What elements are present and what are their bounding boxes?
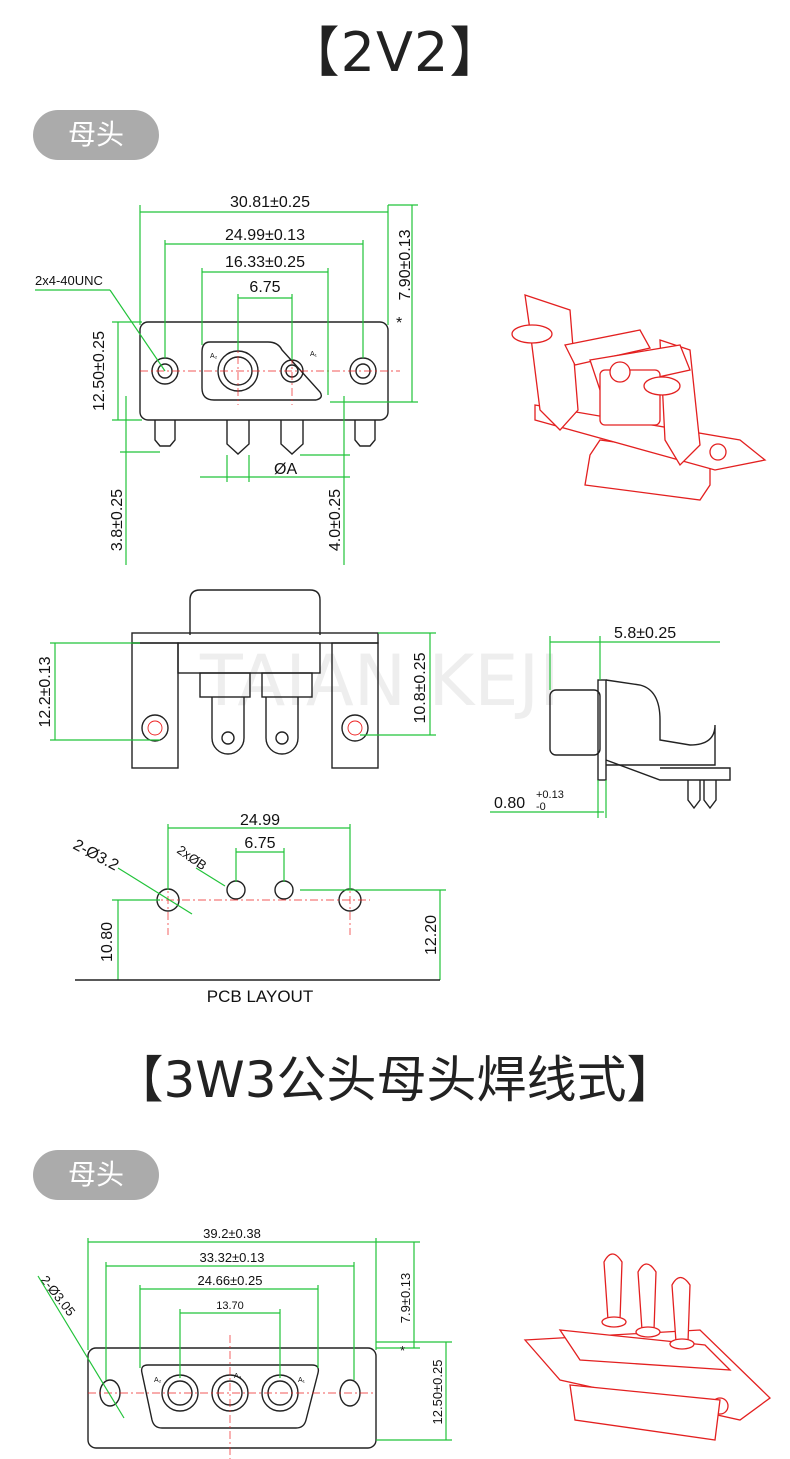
dim-side-width: 5.8±0.25 [614,625,676,642]
screw-right-3d [643,376,681,396]
dim-height: 12.50±0.25 [91,331,108,411]
isometric-view-2v2 [511,294,767,501]
leader-line [109,289,166,372]
leader-line [37,1275,125,1419]
dim-3w3-shell-width: 24.66±0.25 [198,1273,263,1288]
shell-outline [201,341,323,401]
pcb-layout-caption: PCB LAYOUT [207,987,313,1006]
section-label-female: 母头 [33,110,159,160]
watermark-text: TAIAN KEJI [199,640,560,722]
dim-tail1: 3.8±0.25 [109,489,126,551]
screw-left-3d [511,324,553,344]
dim-tail2: 4.0±0.25 [327,489,344,551]
dim-pcb-spacing: 24.99 [240,812,280,829]
dim-pcb-left-height: 10.80 [99,922,116,962]
board-lock-right [354,420,376,447]
pcb-mount-holes-callout: 2-Ø3.2 [70,837,121,875]
leader-line [195,867,226,887]
contact-a1-label: A₁ [310,351,318,358]
solder-cup-1 [603,1253,623,1321]
solder-cup-3 [671,1276,691,1343]
dim-pin-diameter: ØA [274,461,297,478]
tail-rear-1 [211,697,245,755]
cup-base [601,1316,627,1328]
dim-rear-height2: 10.8±0.25 [412,652,429,723]
isometric-view-3w3 [523,1253,772,1441]
tail-hole [221,731,235,745]
shell-outline-3w3 [140,1364,320,1429]
dim-contact-pitch: 6.75 [249,279,280,296]
solder-cup-2 [637,1263,657,1331]
flange-side [597,679,607,781]
contact-rear-1 [199,672,251,698]
shell-top-rear [189,589,321,635]
body-side [605,679,716,766]
front-view-2v2: A₂ A₁ 30.81±0.25 24.99±0.13 16.33±0.25 6… [35,194,418,565]
dim-3w3-depth: 7.9±0.13 [398,1273,413,1324]
pcb-layout-2v2: 24.99 6.75 2-Ø3.2 2xØB 10.80 12.20 PCB L… [70,812,446,1006]
dim-depth: 7.90±0.13 [397,229,414,300]
contact-3w3-a3-label: A₃ [234,1373,242,1380]
pin-a1 [280,420,304,455]
section-title-2v2: 【2V2】 [285,21,505,84]
leader-line [117,867,193,915]
depth-asterisk: * [396,315,402,332]
tail-hole [275,731,289,745]
flange-hole-3d [709,443,727,461]
pcb-contact-holes-callout: 2xØB [174,842,209,873]
dim-3w3-mount-spacing: 33.32±0.13 [200,1250,265,1265]
depth-3w3-asterisk: * [400,1343,405,1358]
dim-shell-width: 16.33±0.25 [225,254,305,271]
bracket-side [605,759,731,781]
contact-rear-2 [261,672,313,698]
bracket-left-rear [131,642,179,769]
contact-a2-label: A₂ [210,353,218,360]
section2-label-female: 母头 [33,1150,159,1200]
dim-3w3-overall-width: 39.2±0.38 [203,1226,261,1241]
shell-3d-3w3 [569,1384,721,1441]
thread-callout: 2x4-40UNC [35,273,103,288]
dim-3w3-mount-holes: 2-Ø3.05 [38,1273,79,1319]
body-3d-3w3 [558,1329,732,1371]
dim-mount-spacing: 24.99±0.13 [225,227,305,244]
bracket-right-rear [331,642,379,769]
contact-3w3-a1-label: A₁ [298,1377,306,1384]
contact-3d [609,361,631,383]
pcb-contact-1 [226,880,246,900]
flange-outline-3w3 [87,1347,377,1449]
flange-3d [534,404,767,471]
side-view-2v2: 5.8±0.25 0.80 +0.13 -0 [490,625,731,818]
dim-side-tol-upper: +0.13 [536,789,564,801]
dim-pcb-pitch: 6.75 [244,835,275,852]
front-view-3w3: A₂ A₃ A₁ 39.2±0.38 33.32±0.13 24.66±0.25… [37,1226,452,1459]
dim-pcb-right-height: 12.20 [423,915,440,955]
bracket-left-3d [524,294,579,431]
dim-side-thickness: 0.80 [494,795,525,812]
pin-side-1 [687,780,701,810]
screw-core [347,720,363,736]
screw-rear-left [141,714,169,742]
board-lock-left [154,420,176,447]
cup-base [669,1338,695,1350]
shell-side [549,689,601,756]
dim-rear-height1: 12.2±0.13 [37,656,54,727]
screw-rear-right [341,714,369,742]
rear-view-2v2: 12.2±0.13 10.8±0.25 [37,589,436,769]
pin-a2 [226,420,250,455]
dim-3w3-height: 12.50±0.25 [430,1360,445,1425]
screw-core [147,720,163,736]
crossbar-3d [564,329,651,366]
cup-base [635,1326,661,1338]
tail-rear-2 [265,697,299,755]
dim-overall-width: 30.81±0.25 [230,194,310,211]
contact-3w3-a2-label: A₂ [154,1377,162,1384]
dim-3w3-contact-pitch: 13.70 [216,1300,244,1312]
dim-side-tol-lower: -0 [536,801,546,813]
pcb-contact-2 [274,880,294,900]
section-title-3w3: 【3W3公头母头焊线式】 [113,1051,677,1109]
pin-side-2 [703,780,717,810]
